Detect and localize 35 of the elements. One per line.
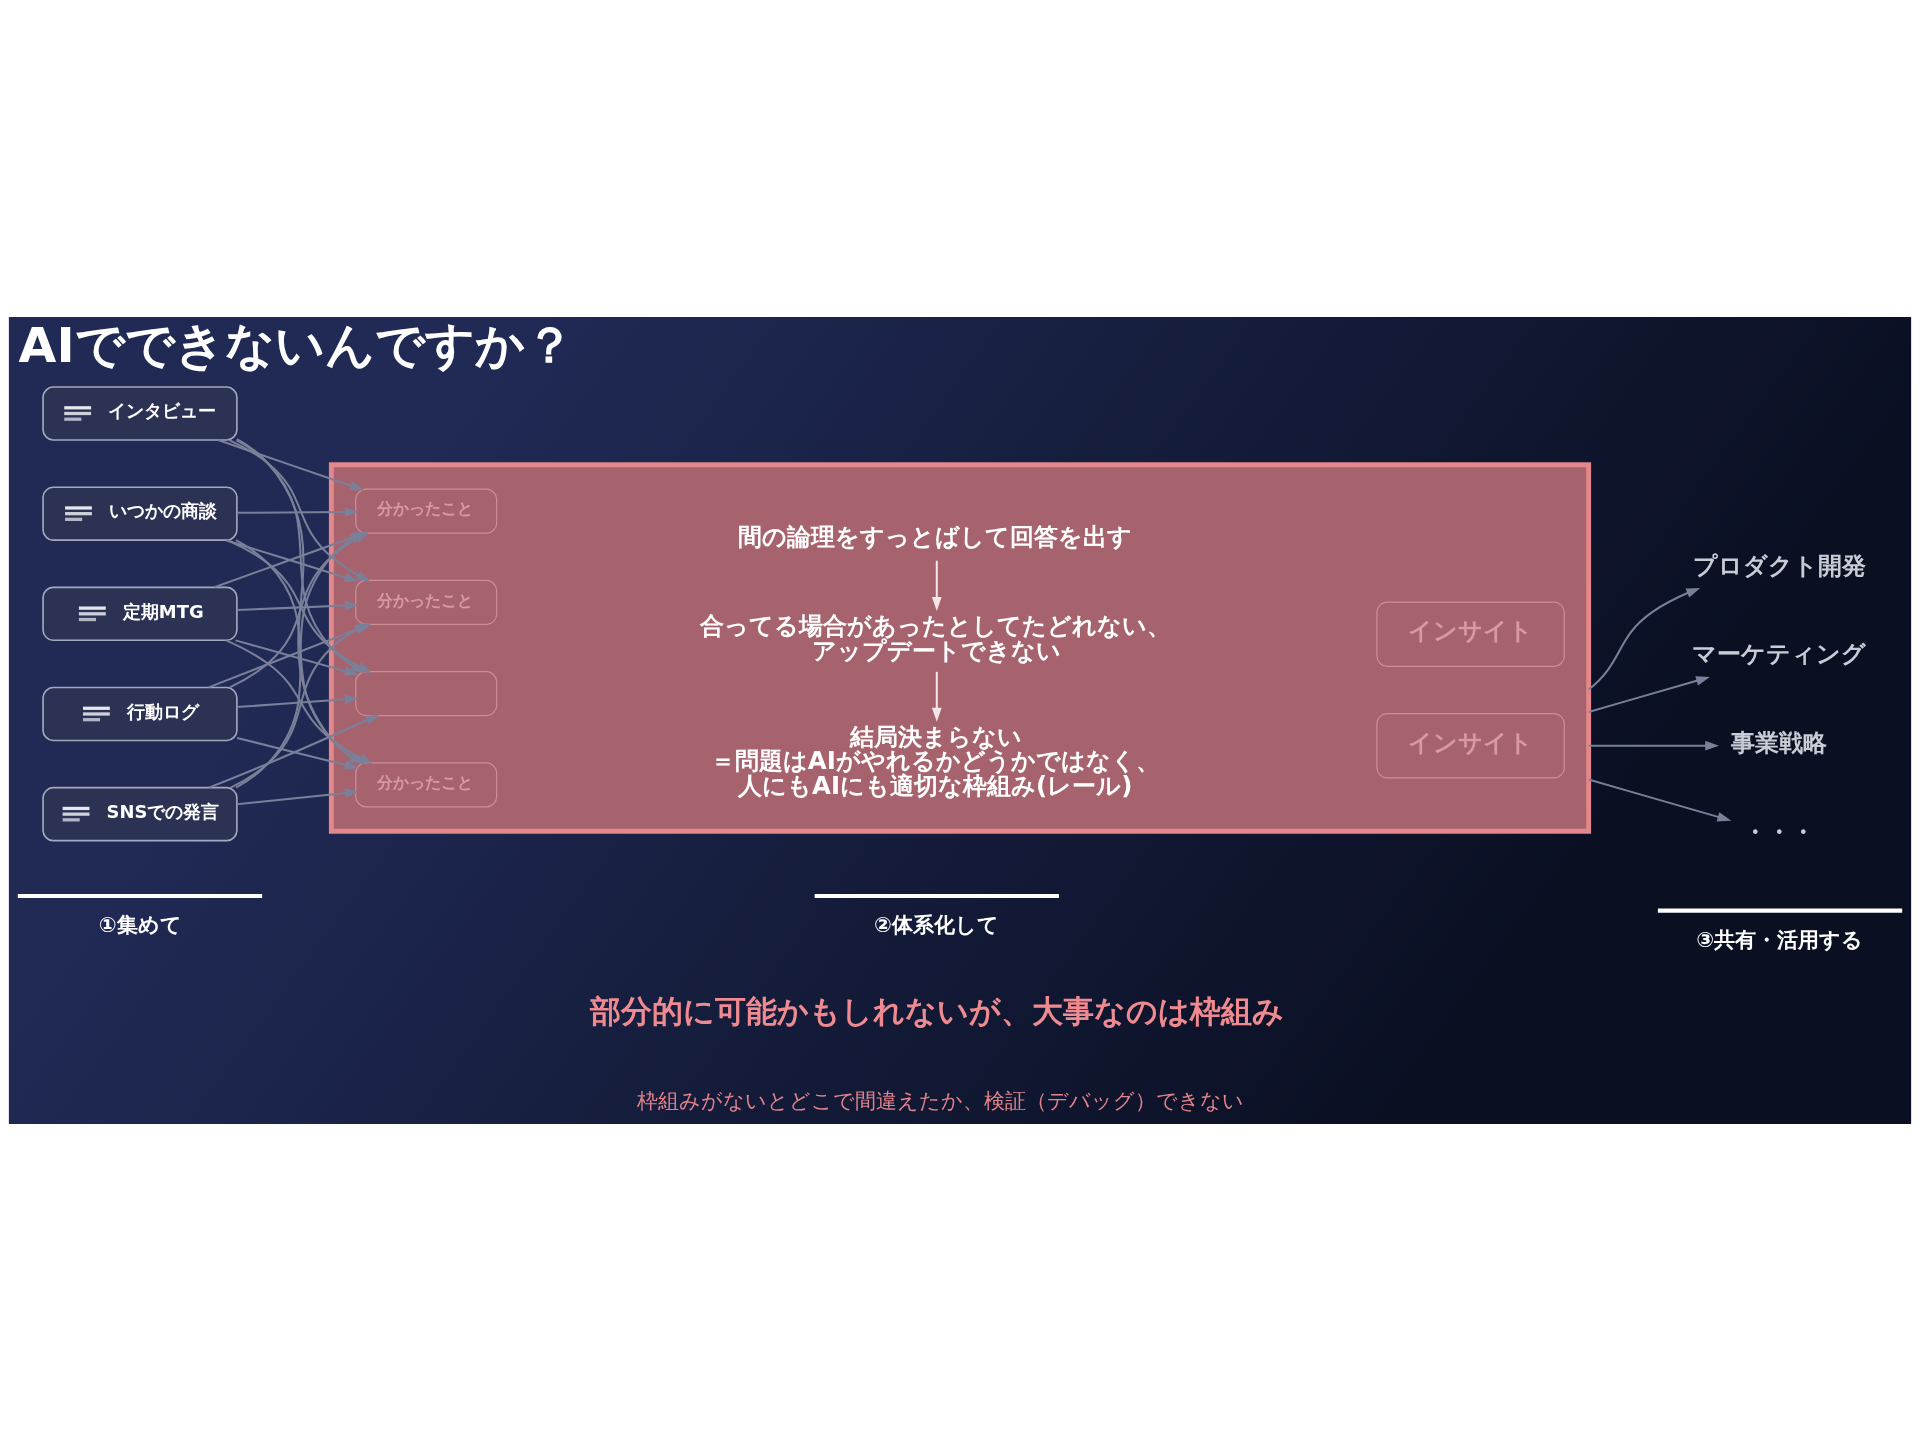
- node-box: 定期MTG: [42, 586, 238, 641]
- diagram-title: AIでできないんですか？: [18, 316, 574, 374]
- arrow: [236, 736, 359, 770]
- arrow: [1588, 587, 1701, 690]
- arrow: [225, 538, 359, 582]
- node-box: いつかの商談: [42, 485, 238, 541]
- label: 枠組みがないとどこで間違えたか、検証（デバッグ）できない: [637, 1087, 1245, 1113]
- node-text: マーケティング: [1692, 638, 1867, 668]
- arrow: [931, 671, 942, 722]
- node-text: 結局決まらない ＝問題はAIがやれるかどうかではなく、人にもAIにも適切な枠組み(レール): [710, 721, 1160, 800]
- node-text: ・・・: [1742, 816, 1815, 846]
- node-box: インタビュー: [42, 385, 238, 441]
- arrow: [235, 638, 359, 676]
- node-text: 合ってる場合があったとしてたどれない、アップデートできない: [699, 610, 1171, 665]
- arrow: [217, 438, 365, 490]
- label: ②体系化して: [874, 911, 1000, 937]
- cluster: [328, 461, 1592, 834]
- arrow: [1588, 740, 1720, 751]
- arrow: [237, 506, 359, 517]
- arrow: [237, 694, 359, 708]
- arrow: [931, 560, 942, 611]
- label: 部分的に可能かもしれないが、大事なのは枠組み: [590, 992, 1285, 1029]
- arrow: [1588, 778, 1732, 821]
- label: ③共有・活用する: [1696, 926, 1864, 952]
- node-box: 行動ログ: [42, 686, 238, 741]
- node-text: プロダクト開発: [1692, 550, 1866, 580]
- arrow: [237, 787, 359, 805]
- label: ①集めて: [98, 911, 182, 937]
- arrow: [237, 600, 359, 611]
- arrow: [1588, 675, 1710, 713]
- arrow: [208, 713, 380, 789]
- node-text: 間の論理をすっとばして回答を出す: [738, 521, 1133, 551]
- node-box: [355, 670, 498, 716]
- node-text: 事業戦略: [1730, 727, 1827, 757]
- node-box: SNSでの発言: [42, 786, 238, 841]
